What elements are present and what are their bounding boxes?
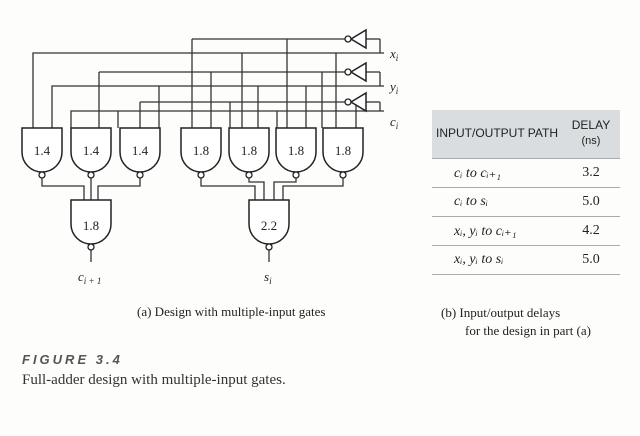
caption-b-line1: (b) Input/output delays (441, 305, 561, 320)
path-cell: cᵢ to sᵢ (432, 187, 562, 217)
sum-gate-4: 1.8 (322, 127, 364, 179)
input-label-y: yi (388, 79, 399, 96)
svg-text:1.8: 1.8 (288, 143, 304, 158)
output-label-carry: ci + 1 (78, 269, 101, 286)
second-level-wires (41, 178, 344, 262)
input-label-x: xi (389, 46, 399, 63)
path-cell: xᵢ, yᵢ to sᵢ (432, 245, 562, 275)
delay-cell: 5.0 (562, 245, 620, 275)
figure-label: FIGURE 3.4 (22, 352, 123, 367)
svg-text:1.4: 1.4 (34, 143, 51, 158)
inverter-y (344, 61, 367, 83)
delay-table: INPUT/OUTPUT PATH DELAY(ns) cᵢ to cᵢ₊₁ 3… (432, 110, 620, 275)
caption-a: (a) Design with multiple-input gates (137, 304, 326, 319)
table-row: xᵢ, yᵢ to sᵢ 5.0 (432, 245, 620, 275)
svg-text:1.4: 1.4 (132, 143, 149, 158)
path-cell: xᵢ, yᵢ to cᵢ₊₁ (432, 216, 562, 246)
svg-text:1.8: 1.8 (335, 143, 351, 158)
full-adder-circuit: xi yi ci 1.4 1.4 1.4 1.8 1.8 1.8 1.8 (21, 28, 399, 286)
figure-title: Full-adder design with multiple-input ga… (22, 372, 286, 388)
svg-text:1.4: 1.4 (83, 143, 100, 158)
carry-output-gate: 1.8 (70, 199, 112, 251)
svg-text:2.2: 2.2 (261, 218, 277, 233)
inverter-c (344, 91, 367, 113)
carry-gate-1: 1.4 (21, 127, 63, 179)
svg-text:1.8: 1.8 (193, 143, 209, 158)
svg-text:1.8: 1.8 (241, 143, 257, 158)
delay-cell: 5.0 (562, 187, 620, 217)
sum-gate-3: 1.8 (275, 127, 317, 179)
svg-text:1.8: 1.8 (83, 218, 99, 233)
sum-output-gate: 2.2 (248, 199, 290, 251)
delay-cell: 4.2 (562, 216, 620, 246)
inverter-x (344, 28, 367, 50)
path-cell: cᵢ to cᵢ₊₁ (432, 158, 562, 188)
carry-gate-2: 1.4 (70, 127, 112, 179)
input-wires (32, 38, 384, 128)
header-path: INPUT/OUTPUT PATH (432, 110, 562, 159)
output-label-sum: si (264, 269, 272, 286)
table-row: cᵢ to cᵢ₊₁ 3.2 (432, 158, 620, 188)
delay-cell: 3.2 (562, 158, 620, 188)
sum-gate-1: 1.8 (180, 127, 222, 179)
caption-b-line2: for the design in part (a) (465, 323, 591, 338)
header-delay: DELAY(ns) (562, 110, 620, 159)
table-row: xᵢ, yᵢ to cᵢ₊₁ 4.2 (432, 216, 620, 246)
input-label-c: ci (390, 114, 399, 131)
table-row: cᵢ to sᵢ 5.0 (432, 187, 620, 217)
carry-gate-3: 1.4 (119, 127, 161, 179)
caption-b: (b) Input/output delays for the design i… (441, 304, 591, 340)
sum-gate-2: 1.8 (228, 127, 270, 179)
